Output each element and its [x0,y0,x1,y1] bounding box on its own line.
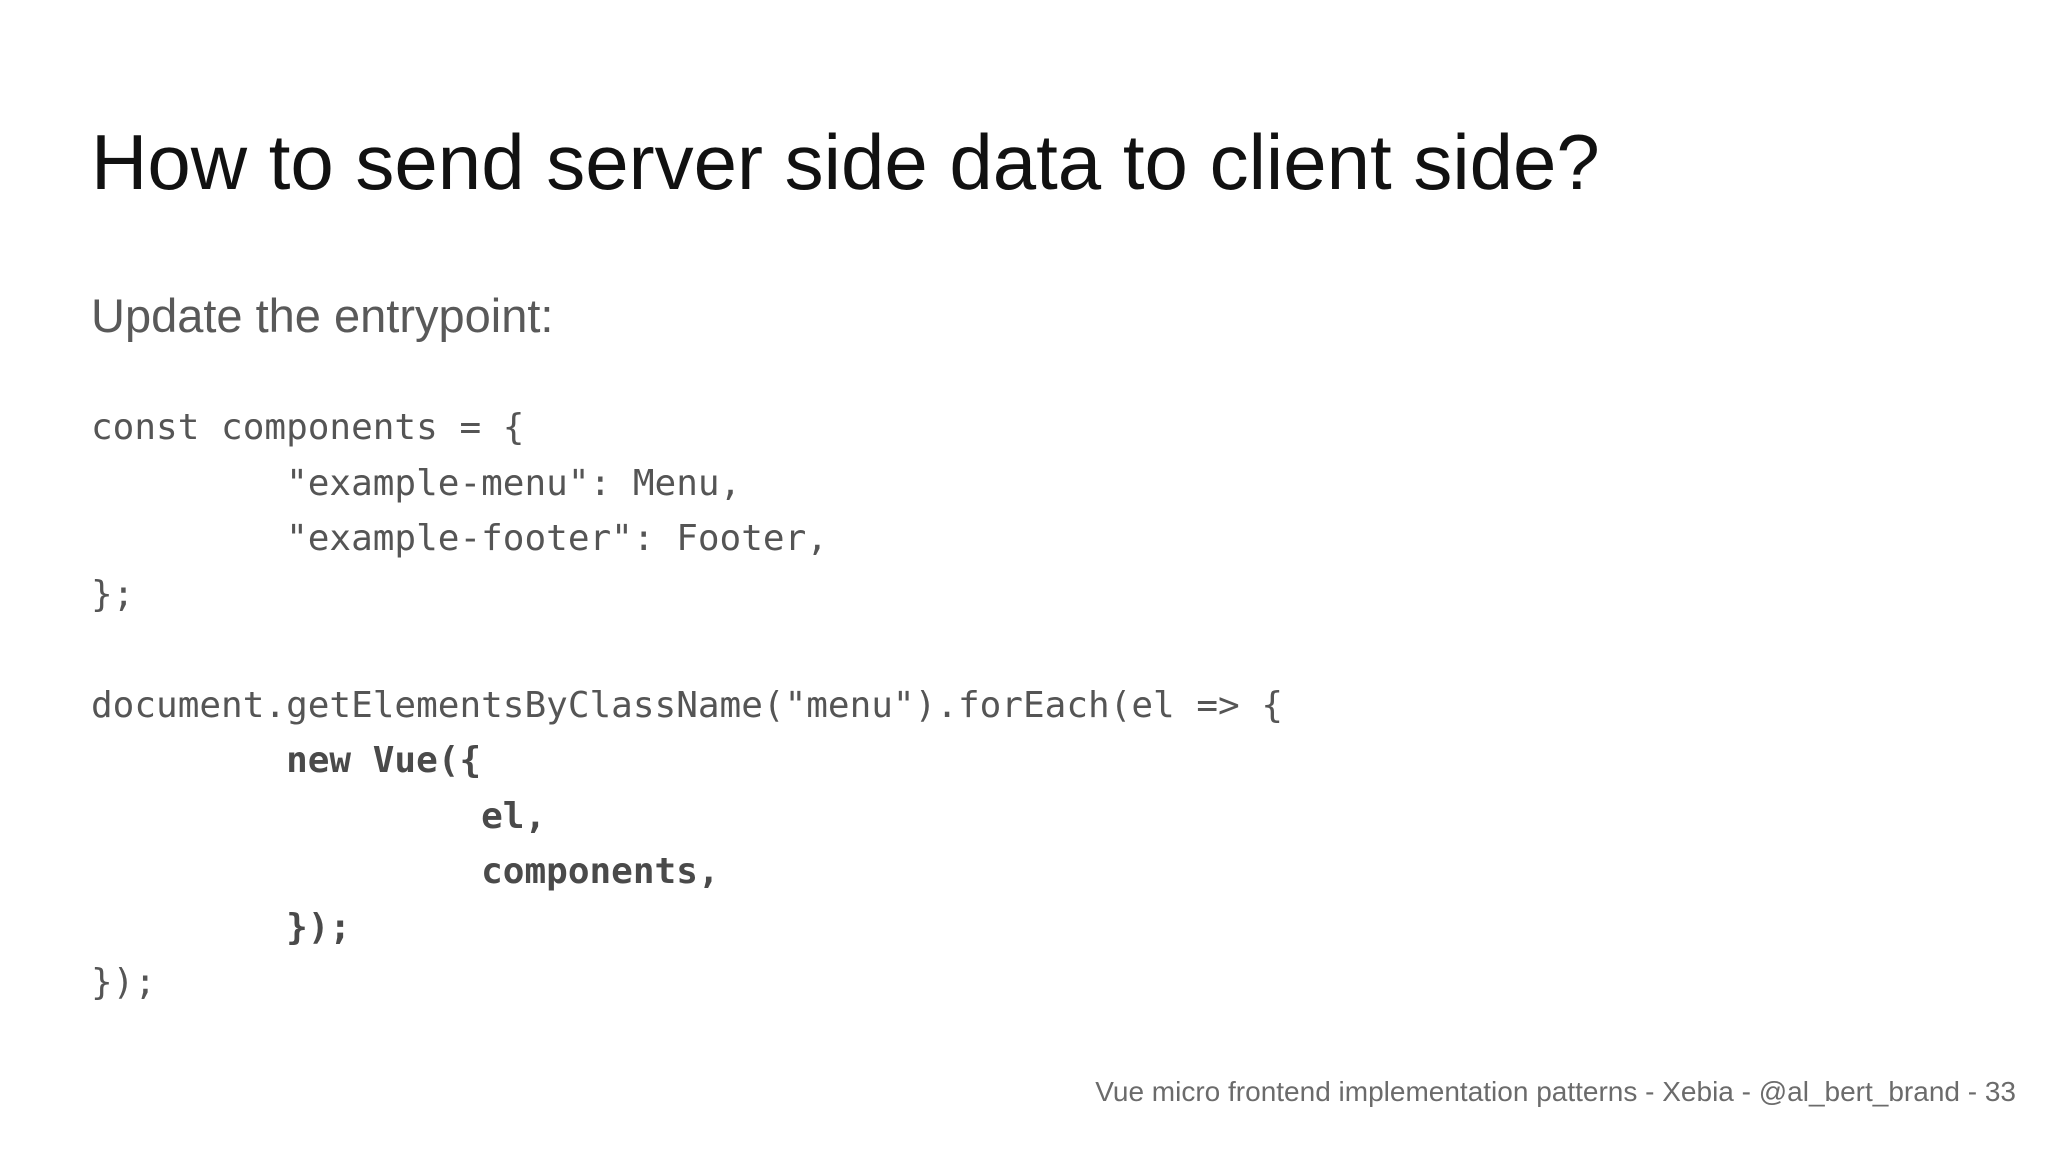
code-line: document.getElementsByClassName("menu").… [91,684,1284,726]
code-line: components, [91,851,720,892]
code-line: }); [91,962,157,1003]
code-line: "example-footer": Footer, [91,518,828,559]
code-line: "example-menu": Menu, [91,462,742,504]
slide-title: How to send server side data to client s… [91,118,1600,206]
code-line: }; [91,573,135,615]
code-block: const components = { "example-menu": Men… [91,400,1283,1011]
code-line: const components = { [91,407,525,448]
code-line: }); [91,906,352,948]
slide-footer: Vue micro frontend implementation patter… [1095,1076,2016,1107]
code-line [91,622,1283,678]
code-line: el, [91,795,547,837]
code-line: new Vue({ [91,740,482,781]
slide-subtitle: Update the entrypoint: [91,289,554,342]
